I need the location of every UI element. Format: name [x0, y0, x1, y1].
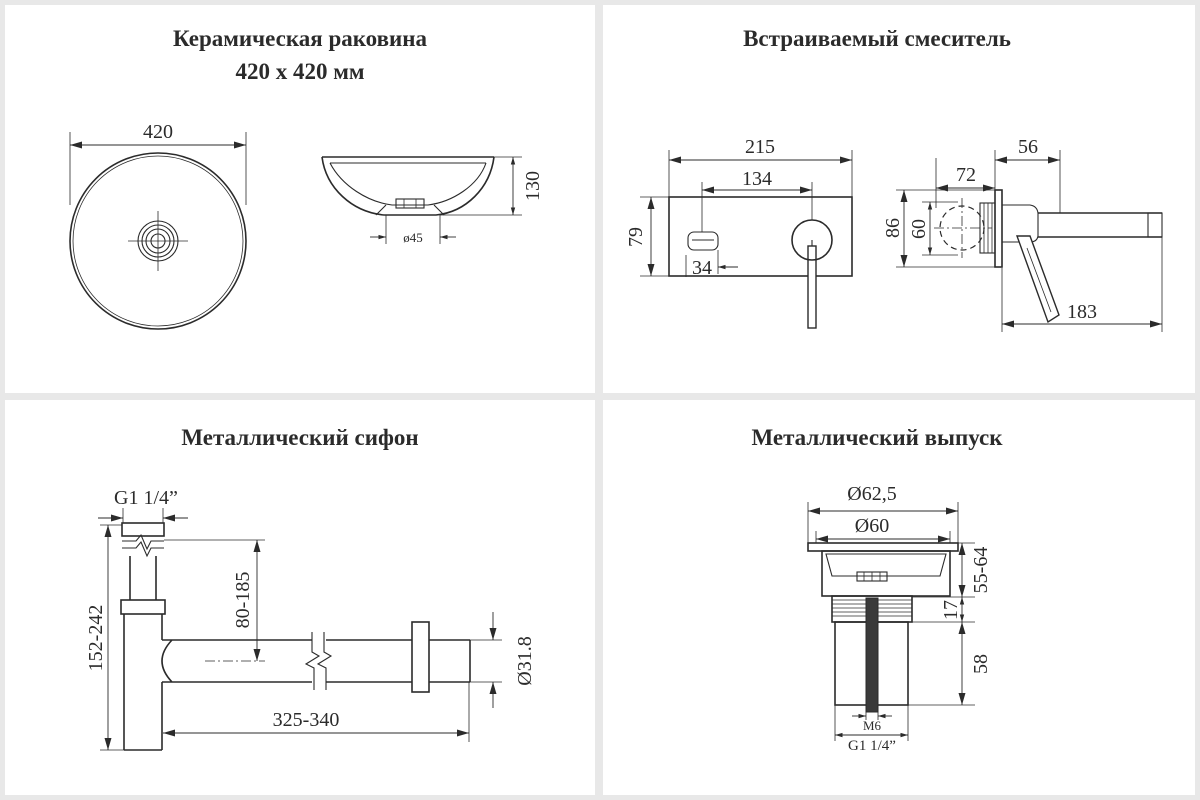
siphon-outlet-height-dimension: 80-185: [164, 539, 265, 662]
sink-title: Керамическая раковина: [173, 26, 428, 51]
siphon-break-line-horizontal: [304, 632, 333, 690]
dim-label: 79: [625, 227, 647, 247]
dim-label: 86: [882, 218, 904, 238]
dim-label: 325-340: [273, 709, 340, 731]
mixer-body-diameter-dimension: 60: [908, 201, 958, 256]
mixer-lever-side: [1016, 235, 1060, 324]
dim-label: 17: [940, 600, 962, 620]
drain-outer-diameter-dimension: Ø62,5: [807, 483, 959, 543]
siphon-length-dimension: 325-340: [163, 682, 470, 742]
siphon-collar: [120, 599, 166, 615]
dim-label: Ø62,5: [847, 483, 896, 505]
dim-label: 420: [143, 121, 173, 143]
sink-diameter-dimension: 420: [69, 121, 247, 205]
dim-label: M6: [863, 718, 882, 733]
siphon-elbow: [161, 639, 205, 683]
siphon-top-nut: [121, 522, 165, 537]
drain-drawing: [807, 542, 959, 713]
dim-label: Ø31.8: [514, 636, 536, 685]
dim-label: 60: [908, 219, 930, 239]
mixer-spout: [1038, 212, 1163, 238]
drain-thread-dimension: G1 1/4”: [834, 705, 909, 754]
mixer-section: Встраиваемый смеситель 215 134: [625, 26, 1163, 332]
siphon-wall-flange: [411, 621, 430, 693]
drain-hole: [128, 211, 188, 271]
mixer-plate-width-dimension: 215: [668, 136, 853, 197]
panel-siphon: [5, 400, 595, 795]
drain-rod-dimension: M6: [852, 712, 892, 733]
mixer-outlet: [687, 231, 719, 251]
mixer-wall-plate: [668, 196, 853, 277]
dim-label: 215: [745, 136, 775, 158]
dim-label: Ø60: [855, 515, 889, 537]
sink-side-view: [321, 156, 495, 216]
sink-height-dimension: 130: [440, 156, 544, 216]
siphon-drawing: [120, 522, 471, 751]
dim-label: 80-185: [232, 572, 254, 629]
drain-inner-diameter-dimension: Ø60: [815, 515, 951, 543]
mixer-side-view: [934, 189, 1163, 324]
mixer-lever-front: [807, 245, 817, 329]
sink-top-view: [69, 152, 247, 330]
mixer-spout-length-dimension: 183: [1001, 237, 1163, 332]
dim-label: 183: [1067, 301, 1097, 323]
dim-label: 130: [522, 171, 544, 201]
mixer-outlet-width-dimension: 34: [685, 250, 738, 279]
siphon-outlet-pipe: [205, 639, 471, 683]
drain-tail-height-dimension: 58: [908, 622, 992, 706]
mixer-projection-dimension: 56: [994, 136, 1061, 213]
siphon-pipe-diameter-dimension: Ø31.8: [470, 612, 536, 708]
panel-mixer: [603, 5, 1195, 393]
dim-label: G1 1/4”: [114, 487, 178, 509]
dim-label: 34: [692, 257, 712, 279]
panel-drain: [603, 400, 1195, 795]
dim-label: 55-64: [970, 547, 992, 594]
dim-label: ø45: [403, 230, 423, 245]
panel-sink: [5, 5, 595, 393]
mixer-body-height-dimension: 86: [882, 189, 995, 268]
siphon-height-dimension: 152-242: [85, 524, 124, 751]
mixer-axis-spacing-dimension: 134: [701, 168, 813, 232]
siphon-title: Металлический сифон: [181, 425, 418, 450]
siphon-thread-dimension: G1 1/4”: [98, 487, 188, 523]
dim-label: 152-242: [85, 605, 107, 672]
drain-rod: [865, 597, 879, 713]
dim-label: 56: [1018, 136, 1038, 158]
dim-label: G1 1/4”: [848, 738, 896, 754]
mixer-title: Встраиваемый смеситель: [743, 26, 1011, 51]
siphon-break-line-vertical: [122, 533, 164, 558]
sink-drain-side: [395, 198, 425, 209]
sink-size-subtitle: 420 х 420 мм: [235, 59, 364, 84]
sink-rim-outer: [69, 152, 247, 330]
siphon-section: Металлический сифон: [85, 425, 536, 751]
mixer-wall-plate-side: [994, 189, 1003, 268]
sink-drain-dimension: ø45: [370, 215, 456, 245]
mixer-spout-nut: [1002, 204, 1039, 243]
dim-label: 134: [742, 168, 772, 190]
mixer-body-depth-dimension: 72: [935, 158, 995, 208]
drain-cap-height-dimension: 55-64: [912, 542, 992, 598]
sink-rim-inner: [72, 155, 244, 327]
drain-section: Металлический выпуск: [751, 425, 1003, 754]
sink-section: Керамическая раковина 420 х 420 мм 420: [69, 26, 544, 330]
mixer-plate-height-dimension: 79: [625, 196, 669, 277]
dim-label: 58: [970, 654, 992, 674]
drain-title: Металлический выпуск: [751, 425, 1003, 450]
dim-label: 72: [956, 164, 976, 186]
